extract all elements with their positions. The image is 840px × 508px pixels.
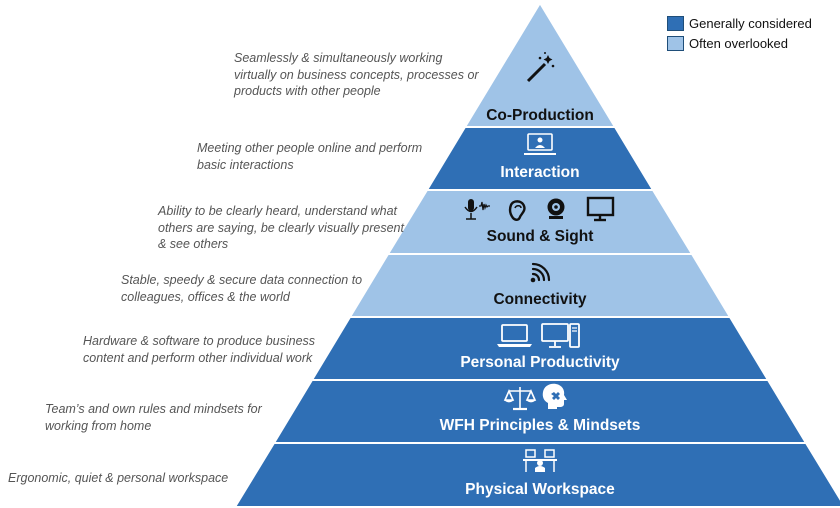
level-label: Personal Productivity — [460, 354, 620, 371]
legend-label: Often overlooked — [689, 36, 789, 51]
level-wfh-principles: WFH Principles & Mindsets — [272, 379, 808, 444]
ear-icon — [508, 200, 526, 221]
description-sound-sight: Ability to be clearly heard, understand … — [158, 204, 404, 251]
level-label: Interaction — [500, 164, 579, 181]
webcam-icon — [547, 198, 565, 219]
wifi-icon — [530, 262, 551, 283]
laptop-icon — [497, 324, 532, 347]
legend-item-generally-considered: Generally considered — [667, 14, 812, 33]
level-co-production: Co-Production — [463, 1, 617, 128]
level-label: Co-Production — [486, 107, 594, 124]
description-physical-workspace: Ergonomic, quiet & personal workspace — [8, 471, 229, 485]
tier-physical-workspace — [233, 442, 840, 508]
level-physical-workspace: Physical Workspace — [233, 442, 840, 508]
level-sound-sight: Sound & Sight — [386, 189, 694, 255]
description-connectivity: Stable, speedy & secure data connection … — [121, 273, 363, 304]
legend: Generally considered Often overlooked — [667, 14, 812, 54]
monitor-icon — [586, 196, 615, 222]
description-co-production: Seamlessly & simultaneously working virt… — [234, 51, 479, 98]
level-personal-productivity: Personal Productivity — [310, 316, 770, 381]
description-personal-productivity: Hardware & software to produce business … — [83, 334, 316, 365]
magic-wand-icon — [526, 52, 555, 83]
legend-swatch — [667, 36, 684, 51]
level-label: Physical Workspace — [465, 481, 615, 498]
microphone-icon — [464, 199, 490, 220]
legend-item-often-overlooked: Often overlooked — [667, 34, 812, 53]
description-interaction: Meeting other people online and perform … — [197, 141, 423, 172]
video-call-icon — [524, 133, 556, 155]
scales-icon — [503, 387, 537, 411]
level-connectivity: Connectivity — [348, 253, 732, 318]
legend-swatch — [667, 16, 684, 31]
legend-label: Generally considered — [689, 16, 812, 31]
workspace-desk-icon — [523, 449, 557, 472]
level-label: Connectivity — [493, 291, 586, 308]
level-interaction: Interaction — [425, 126, 655, 191]
description-wfh-principles: Team’s and own rules and mindsets for wo… — [45, 402, 262, 433]
level-label: WFH Principles & Mindsets — [440, 417, 641, 434]
desktop-computer-icon — [541, 323, 580, 348]
head-gears-icon — [542, 383, 567, 409]
level-label: Sound & Sight — [487, 228, 594, 245]
